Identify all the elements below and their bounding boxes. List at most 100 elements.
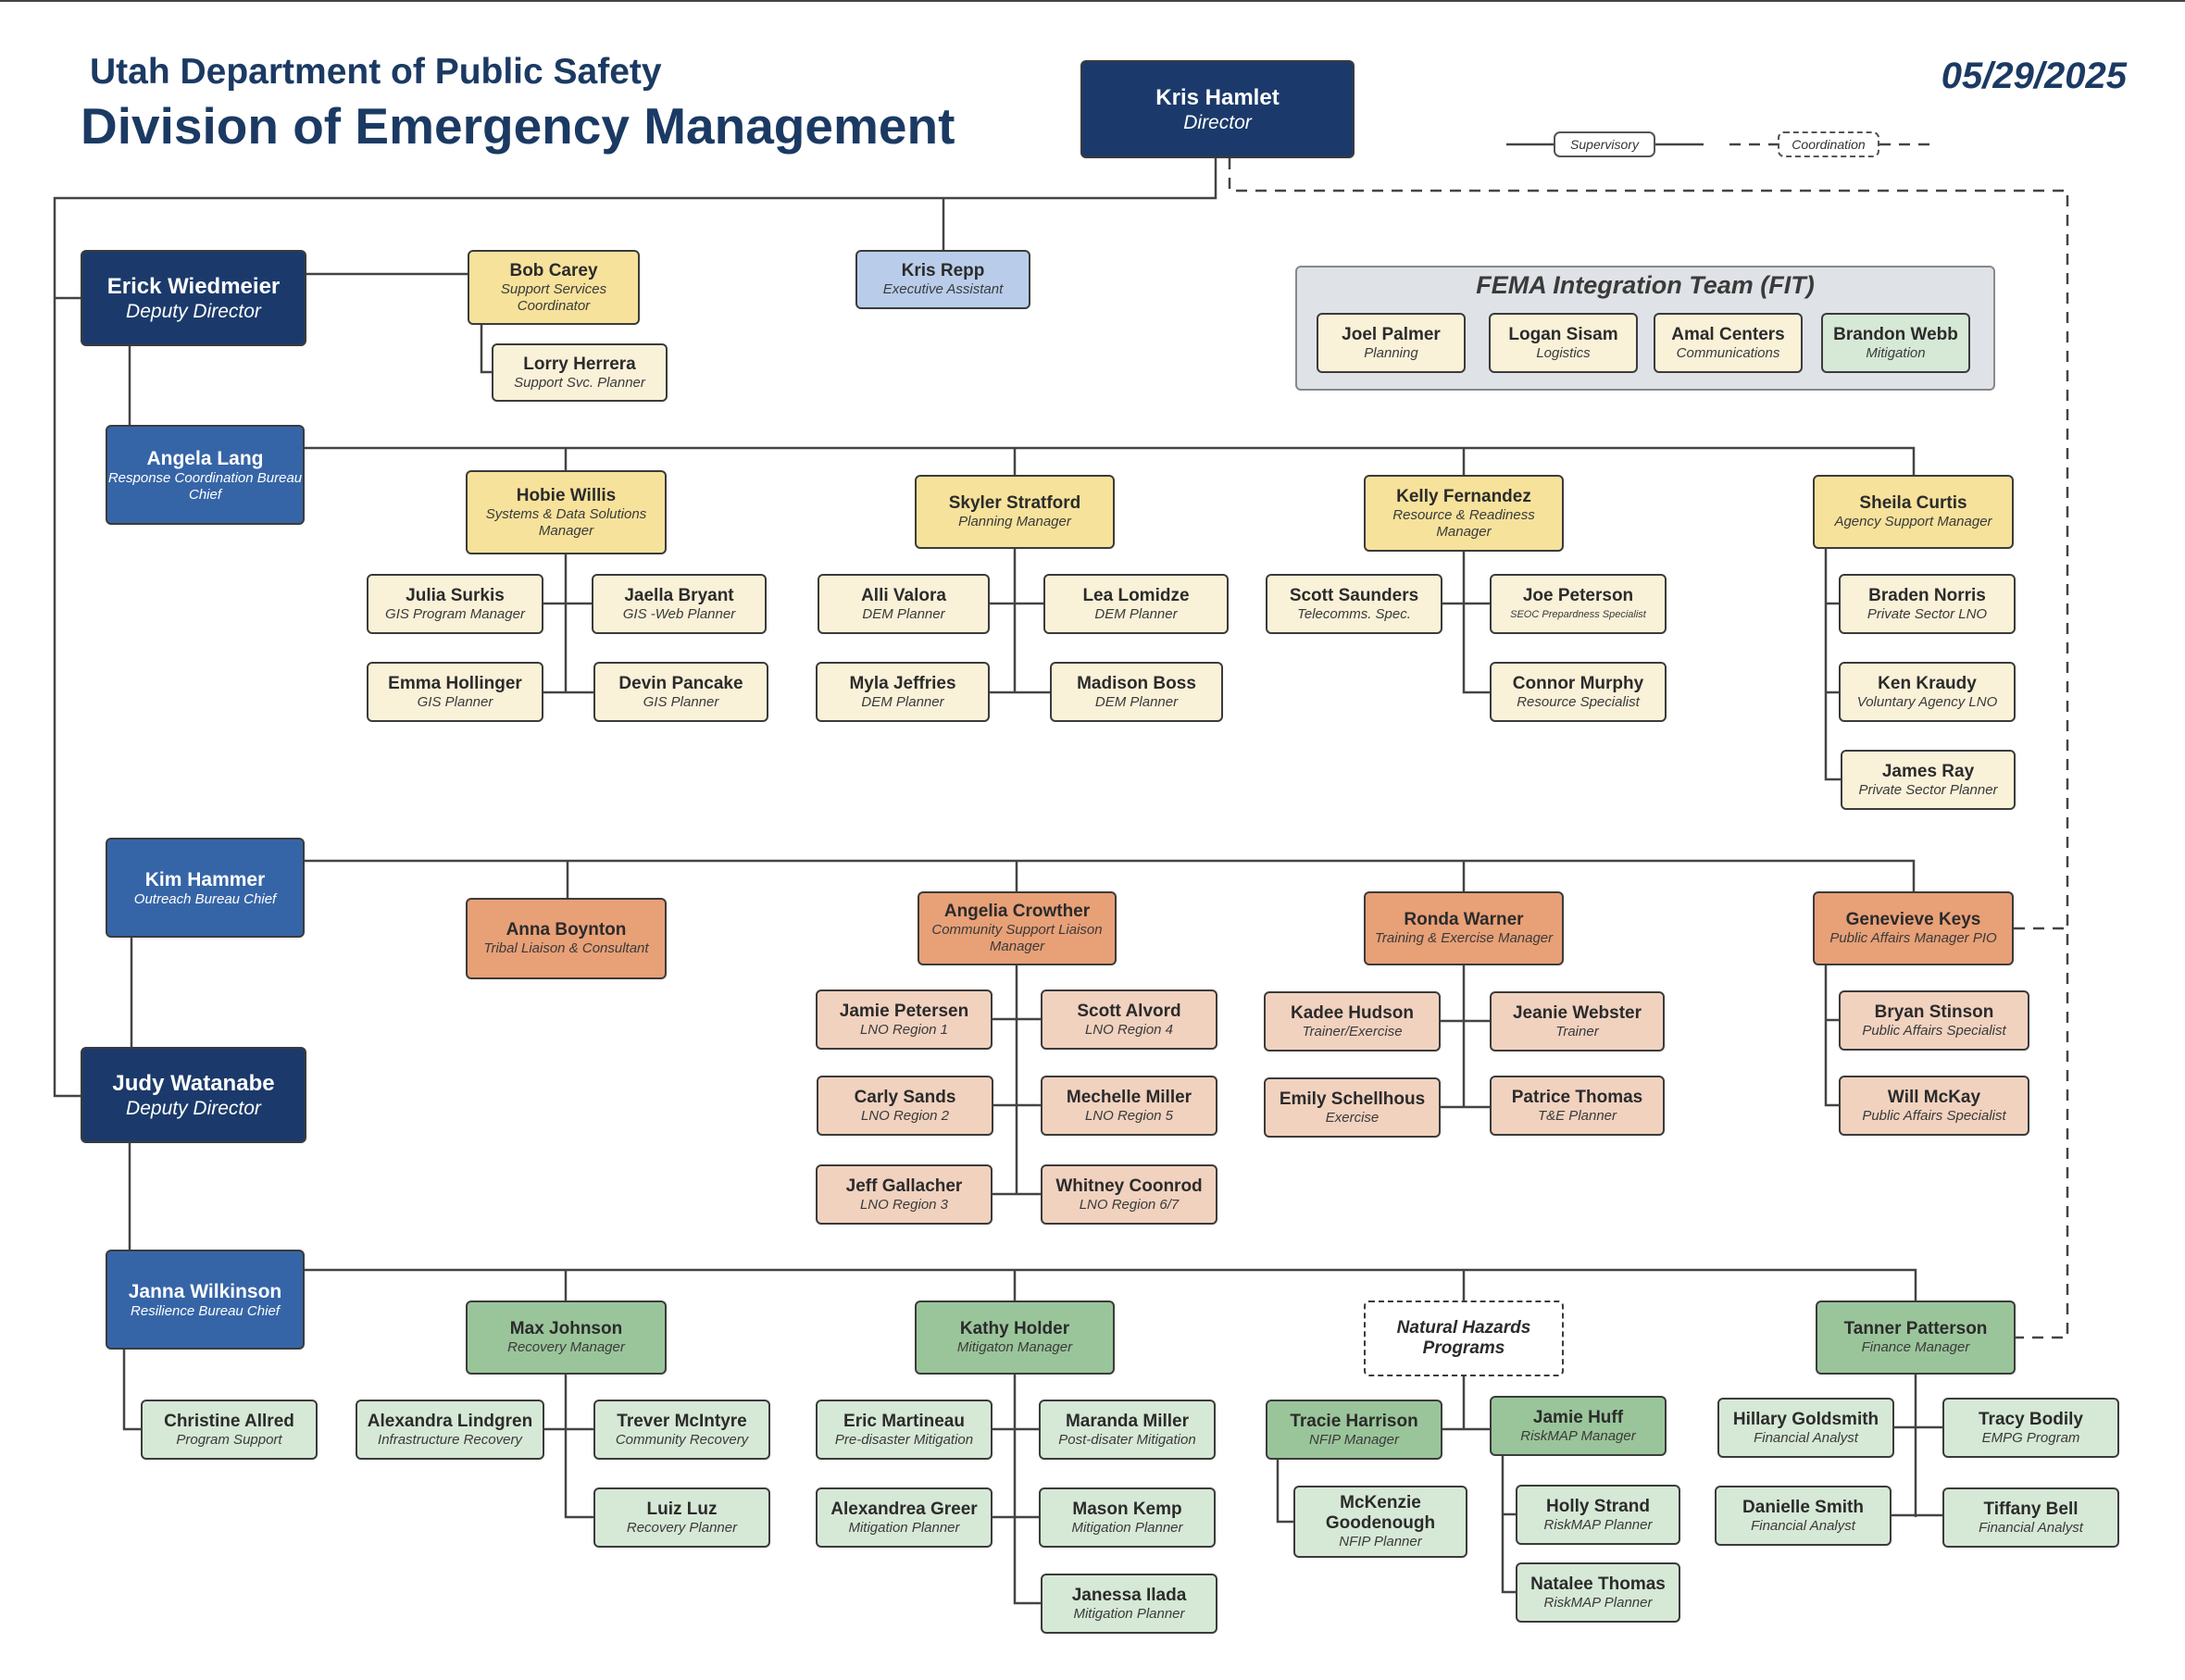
connector-line — [305, 446, 1916, 475]
person-name: Braden Norris — [1868, 585, 1986, 605]
person-name: Devin Pancake — [618, 673, 743, 693]
person-name: Jeff Gallacher — [845, 1176, 963, 1196]
position-title: Public Affairs Manager PIO — [1829, 930, 1997, 946]
connector-line — [1501, 1456, 1516, 1594]
person-name: James Ray — [1881, 761, 1975, 781]
person-name: Jamie Petersen — [839, 1001, 969, 1021]
position-title: Private Sector Planner — [1858, 781, 1998, 798]
position-title: DEM Planner — [1094, 693, 1179, 710]
position-title: Community Support Liaison Manager — [931, 922, 1103, 954]
position-title: Executive Assistant — [882, 281, 1004, 297]
position-title: Recovery Manager — [507, 1339, 625, 1355]
coordination-line — [1228, 158, 2069, 1339]
person-name: Will McKay — [1887, 1087, 1981, 1107]
position-title: Post-disater Mitigation — [1058, 1431, 1196, 1448]
division-title: Division of Emergency Management — [81, 97, 955, 155]
person-name: Max Johnson — [509, 1319, 623, 1338]
position-title: Voluntary Agency LNO — [1856, 693, 1998, 710]
person-name: Holly Strand — [1546, 1496, 1650, 1516]
position-title: Support Services Coordinator — [500, 280, 607, 314]
connector-line — [480, 325, 492, 374]
position-title: DEM Planner — [861, 693, 944, 710]
connector-line — [1824, 549, 1841, 781]
person-name: Trever McIntyre — [617, 1411, 747, 1431]
person-name: Mechelle Miller — [1066, 1087, 1192, 1107]
position-title: LNO Region 6/7 — [1079, 1196, 1180, 1213]
position-title: Mitigation Planner — [848, 1519, 960, 1536]
fit-title: FEMA Integration Team (FIT) — [1476, 271, 1815, 299]
person-name: Luiz Luz — [646, 1499, 718, 1519]
person-name: Kelly Fernandez — [1396, 486, 1531, 506]
position-title: Telecomms. Spec. — [1297, 605, 1411, 622]
connector-line — [305, 859, 1916, 891]
position-title: Deputy Director — [126, 1097, 261, 1119]
legend-coordination: Coordination — [1778, 131, 1879, 157]
person-name: Janna Wilkinson — [128, 1280, 282, 1302]
position-title: Training & Exercise Manager — [1374, 930, 1554, 946]
person-name: Tracy Bodily — [1979, 1409, 2083, 1429]
person-name: Whitney Coonrod — [1055, 1176, 1203, 1196]
person-name: Kris Hamlet — [1155, 84, 1280, 110]
position-title: Tribal Liaison & Consultant — [483, 940, 649, 956]
connector-line — [1276, 1460, 1293, 1524]
person-name: Jamie Huff — [1532, 1407, 1624, 1427]
position-title: Community Recovery — [615, 1431, 749, 1448]
position-title: Response Coordination Bureau Chief — [107, 469, 303, 503]
person-name: Alexandra Lindgren — [367, 1411, 533, 1431]
position-title: Resource & Readiness Manager — [1392, 506, 1535, 540]
position-title: Support Svc. Planner — [514, 374, 645, 391]
position-title: Program Support — [176, 1431, 282, 1448]
connector-line — [53, 158, 1217, 1098]
person-name: Alexandrea Greer — [830, 1499, 978, 1519]
person-name: Tanner Patterson — [1843, 1319, 1988, 1338]
position-title: Financial Analyst — [1754, 1429, 1858, 1446]
person-name: Maranda Miller — [1065, 1411, 1190, 1431]
position-title: Public Affairs Specialist — [1862, 1022, 2006, 1039]
position-title: GIS Program Manager — [385, 605, 525, 622]
person-name: Eric Martineau — [843, 1411, 965, 1431]
position-title: NFIP Planner — [1339, 1534, 1422, 1549]
person-name: Myla Jeffries — [849, 673, 956, 693]
position-title: Planning — [1364, 344, 1418, 361]
position-title: Systems & Data Solutions Manager — [485, 505, 647, 539]
person-name: Natural Hazards Programs — [1396, 1318, 1531, 1358]
person-name: Jeanie Webster — [1512, 1002, 1642, 1023]
position-title: Mitigation Planner — [1073, 1605, 1185, 1622]
person-name: Tiffany Bell — [1983, 1499, 2079, 1519]
chart-date: 05/29/2025 — [1941, 56, 2127, 96]
position-title: Financial Analyst — [1979, 1519, 2083, 1536]
